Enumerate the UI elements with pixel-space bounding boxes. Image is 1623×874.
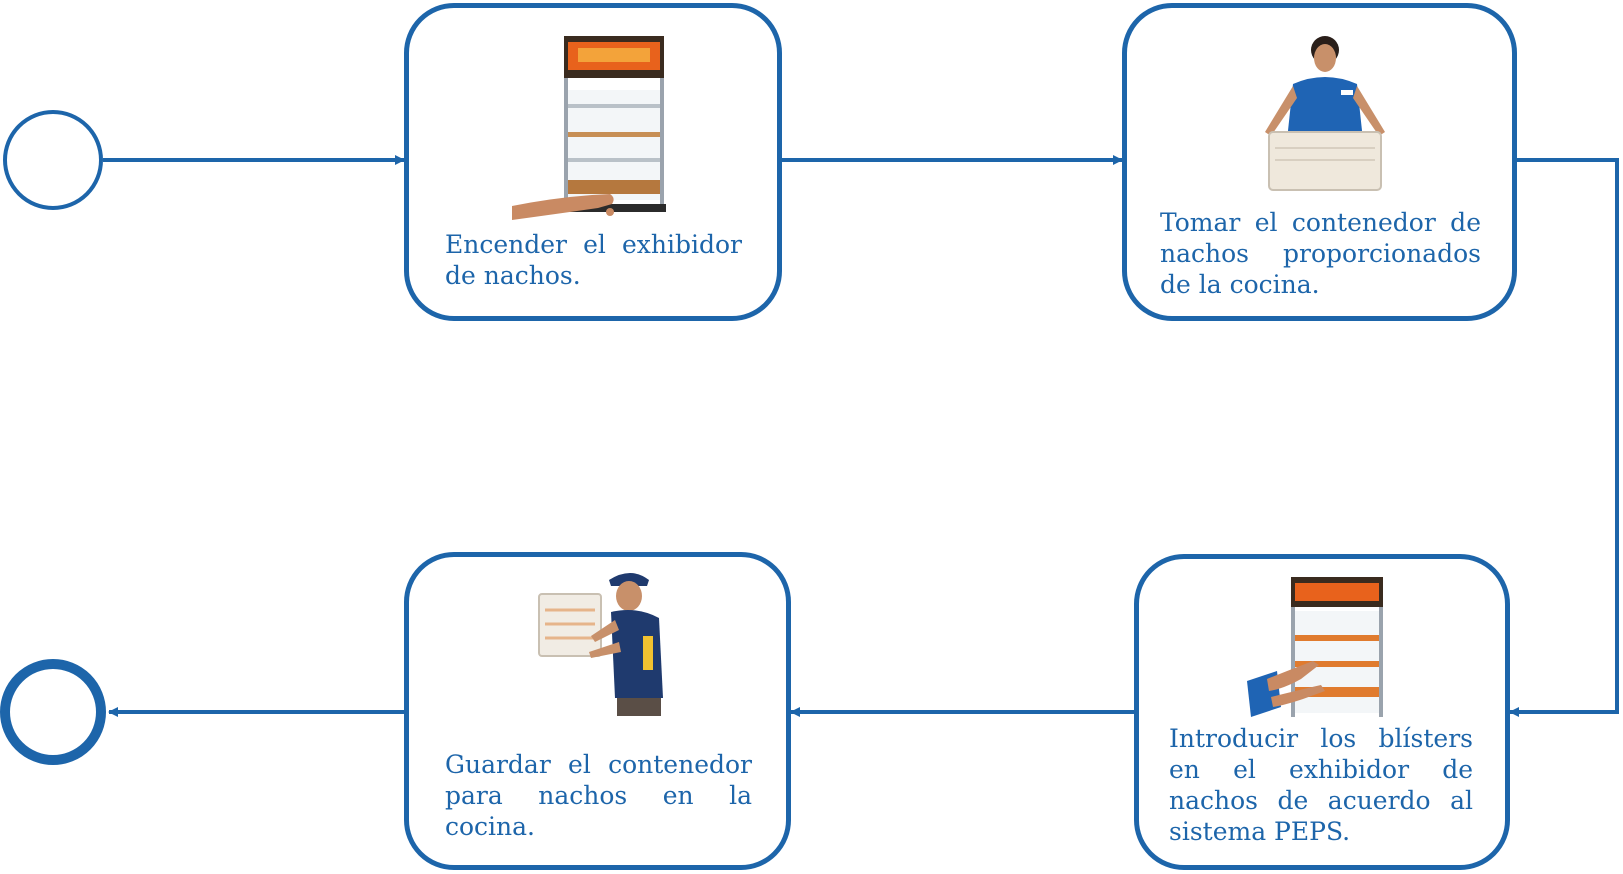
loading-display-warmer-icon (1247, 577, 1383, 717)
end-event-circle[interactable] (0, 659, 106, 765)
person-storing-container-icon (538, 573, 663, 716)
task-label-step-1: Encender el exhibidor de nachos. (445, 230, 742, 290)
task-node-step-3[interactable]: Introducir los blísters en el exhibidor … (1134, 554, 1510, 870)
task-label-step-2: Tomar el contenedor de nachos proporcion… (1160, 208, 1481, 299)
connector-step-2-to-step-3 (1509, 158, 1619, 717)
task-node-step-4[interactable]: Guardar el contenedor para nachos en la … (404, 552, 791, 870)
start-event-circle[interactable] (3, 110, 103, 210)
person-holding-container-icon (1265, 36, 1385, 191)
task-node-step-2[interactable]: Tomar el contenedor de nachos proporcion… (1122, 3, 1517, 321)
nacho-display-warmer-icon (512, 36, 666, 220)
task-label-step-4: Guardar el contenedor para nachos en la … (445, 750, 752, 841)
task-label-step-3: Introducir los blísters en el exhibidor … (1169, 724, 1473, 846)
task-node-step-1[interactable]: Encender el exhibidor de nachos. (404, 3, 782, 321)
